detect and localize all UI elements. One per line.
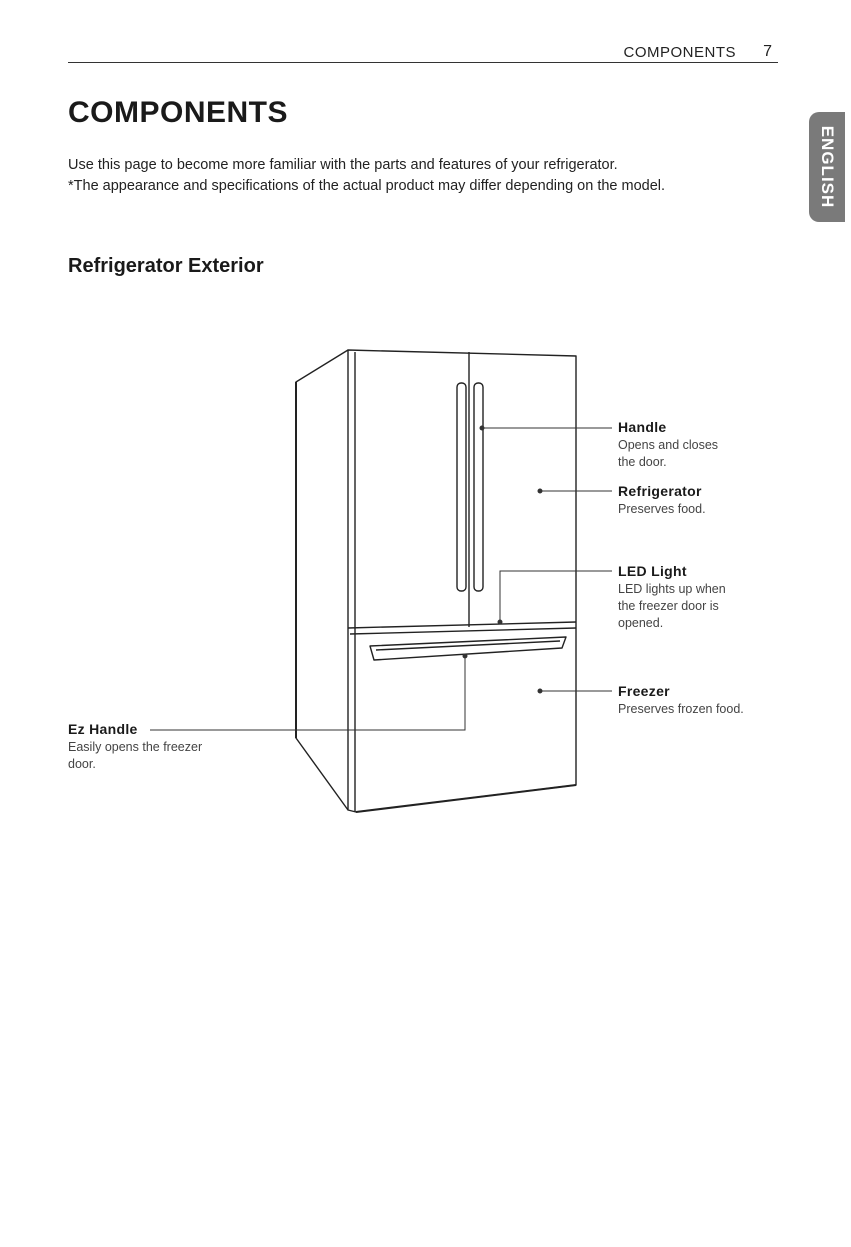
callout-refrigerator-title: Refrigerator <box>618 483 702 499</box>
callout-handle: Handle Opens and closes the door. <box>618 419 718 471</box>
callout-led-light-desc: LED lights up when the freezer door is o… <box>618 581 726 632</box>
callout-ez-handle-title: Ez Handle <box>68 721 138 737</box>
language-tab: ENGLISH <box>809 112 845 222</box>
callout-ez-handle: Ez Handle Easily opens the freezer door. <box>68 721 202 773</box>
callout-handle-title: Handle <box>618 419 667 435</box>
callout-freezer-desc: Preserves frozen food. <box>618 701 744 718</box>
desc-line: door. <box>68 757 96 771</box>
intro-line: Use this page to become more familiar wi… <box>68 157 618 173</box>
desc-line: Preserves frozen food. <box>618 702 744 716</box>
running-header-section: COMPONENTS <box>623 44 736 61</box>
desc-line: LED lights up when <box>618 582 726 596</box>
desc-line: opened. <box>618 616 664 630</box>
page-title: COMPONENTS <box>68 96 289 129</box>
callout-ez-handle-desc: Easily opens the freezer door. <box>68 739 202 773</box>
callout-led-light-title: LED Light <box>618 563 687 579</box>
desc-line: the door. <box>618 455 667 469</box>
callout-freezer-title: Freezer <box>618 683 670 699</box>
desc-line: Easily opens the freezer <box>68 740 203 754</box>
callout-refrigerator-desc: Preserves food. <box>618 501 706 518</box>
callout-freezer: Freezer Preserves frozen food. <box>618 683 744 718</box>
desc-line: Preserves food. <box>618 502 706 516</box>
running-header: COMPONENTS 7 <box>68 42 778 63</box>
page-number: 7 <box>763 43 772 60</box>
callout-refrigerator: Refrigerator Preserves food. <box>618 483 706 518</box>
callout-led-light: LED Light LED lights up when the freezer… <box>618 563 726 632</box>
intro-text: Use this page to become more familiar wi… <box>68 155 665 197</box>
callout-handle-desc: Opens and closes the door. <box>618 437 718 471</box>
section-title: Refrigerator Exterior <box>68 255 264 277</box>
desc-line: the freezer door is <box>618 599 719 613</box>
intro-note: *The appearance and specifications of th… <box>68 178 666 194</box>
desc-line: Opens and closes <box>618 438 719 452</box>
